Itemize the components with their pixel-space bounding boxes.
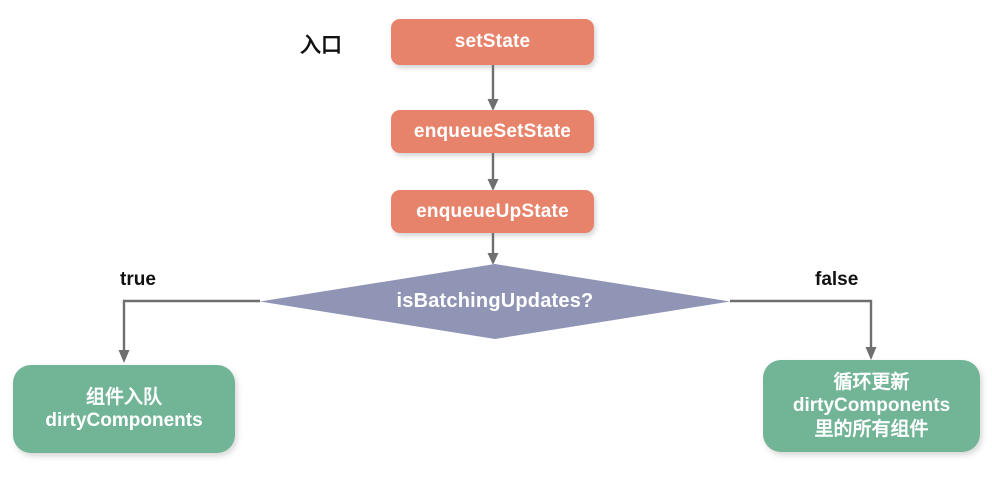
edge-setstate-to-enqueuesetstate — [487, 65, 499, 111]
entry-label: 入口 — [300, 34, 342, 57]
node-enqueue-up-state[interactable]: enqueueUpState — [391, 190, 594, 233]
node-false-branch-line-2: dirtyComponents — [792, 395, 951, 417]
edge-enqueuesetstate-to-enqueueupstate — [487, 152, 499, 191]
node-true-branch-lines: 组件入队 dirtyComponents — [45, 386, 202, 432]
node-set-state-label: setState — [454, 31, 531, 53]
node-enqueue-set-state[interactable]: enqueueSetState — [391, 110, 594, 153]
edge-false-branch — [730, 299, 877, 360]
node-false-branch-loop-update[interactable]: 循环更新 dirtyComponents 里的所有组件 — [763, 360, 980, 452]
edge-enqueueupstate-to-decision — [487, 232, 499, 265]
edge-label-true: true — [120, 269, 156, 290]
node-decision-is-batching-updates[interactable]: isBatchingUpdates? — [260, 264, 730, 339]
node-true-branch-line-2: dirtyComponents — [45, 410, 203, 431]
node-enqueue-up-state-label: enqueueUpState — [416, 200, 569, 222]
edge-label-false: false — [815, 269, 859, 290]
node-decision-label: isBatchingUpdates? — [396, 290, 594, 312]
node-false-branch-line-3: 里的所有组件 — [814, 418, 929, 440]
node-false-branch-lines: 循环更新 dirtyComponents 里的所有组件 — [793, 371, 950, 441]
node-false-branch-line-1: 循环更新 — [833, 372, 910, 394]
edge-true-branch — [118, 299, 260, 363]
node-true-branch-dirty-components[interactable]: 组件入队 dirtyComponents — [13, 365, 235, 453]
node-enqueue-set-state-label: enqueueSetState — [413, 120, 572, 142]
node-set-state[interactable]: setState — [391, 19, 594, 65]
node-true-branch-line-1: 组件入队 — [85, 386, 162, 408]
